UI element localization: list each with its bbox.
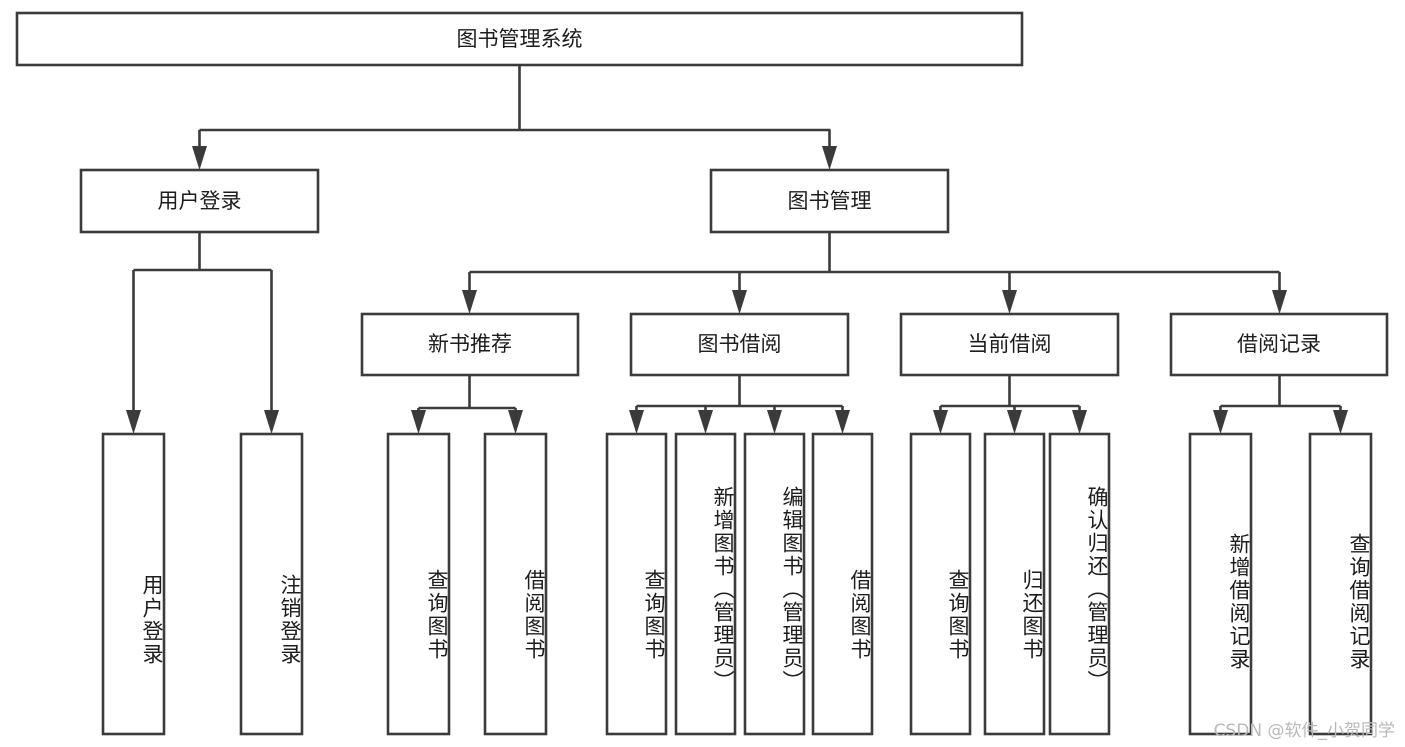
node-current-borrow-box[interactable]	[899, 312, 1120, 377]
node-new-book-rec-label: 新书推荐	[428, 332, 512, 356]
node-leaf-query-record-box[interactable]	[1308, 432, 1373, 736]
csdn-watermark: CSDN @软件_小贺同学	[1213, 721, 1395, 741]
arrow-head-leaf-add-book	[698, 410, 713, 434]
node-leaf-edit-book-box[interactable]	[743, 432, 806, 736]
arrow-head-current-borrow	[1002, 290, 1017, 314]
node-root-label: 图书管理系统	[457, 27, 583, 51]
node-leaf-user-login-box[interactable]	[101, 432, 166, 736]
arrow-head-leaf-confirm-return	[1072, 410, 1087, 434]
node-leaf-borrow-book-1-box[interactable]	[483, 432, 548, 736]
arrow-head-leaf-query-record	[1333, 410, 1348, 434]
node-leaf-return-book-box[interactable]	[983, 432, 1046, 736]
arrow-head-book-borrow	[732, 290, 747, 314]
node-leaf-query-book-3-box[interactable]	[909, 432, 972, 736]
arrow-head-new-book-rec	[462, 290, 477, 314]
node-book-manage-box[interactable]	[709, 168, 950, 234]
arrow-head-leaf-query-book-3	[933, 410, 948, 434]
arrow-head-user-login	[192, 146, 207, 170]
node-leaf-query-book-1-box[interactable]	[386, 432, 451, 736]
arrow-head-book-manage	[822, 146, 837, 170]
arrow-head-leaf-edit-book	[767, 410, 782, 434]
node-leaf-add-book-box[interactable]	[674, 432, 737, 736]
arrow-head-leaf-user-login	[126, 410, 141, 434]
node-leaf-borrow-book-2-box[interactable]	[811, 432, 874, 736]
node-leaf-confirm-return-box[interactable]	[1048, 432, 1111, 736]
arrow-head-leaf-add-record	[1213, 410, 1228, 434]
connectors-layer	[126, 65, 1348, 434]
arrow-head-borrow-record	[1272, 290, 1287, 314]
node-root-box[interactable]	[15, 11, 1024, 67]
arrow-head-leaf-return-book	[1007, 410, 1022, 434]
node-book-borrow-label: 图书借阅	[698, 332, 782, 356]
node-new-book-rec-box[interactable]	[360, 312, 580, 377]
node-borrow-record-label: 借阅记录	[1237, 332, 1321, 356]
boxes-layer: 图书管理系统 用户登录 图书管理 新书推荐 图书借阅 当前借阅 借阅记录	[15, 11, 1389, 736]
node-book-borrow-box[interactable]	[629, 312, 850, 377]
node-leaf-user-logout-box[interactable]	[239, 432, 304, 736]
arrow-head-leaf-borrow-book-1	[508, 410, 523, 434]
arrow-head-leaf-borrow-book-2	[835, 410, 850, 434]
node-book-manage-label: 图书管理	[788, 189, 872, 213]
node-user-login-label: 用户登录	[158, 189, 242, 213]
arrow-head-leaf-query-book-2	[629, 410, 644, 434]
node-borrow-record-box[interactable]	[1169, 312, 1389, 377]
arrow-head-leaf-query-book-1	[411, 410, 426, 434]
arrow-head-leaf-user-logout	[264, 410, 279, 434]
node-leaf-add-record-box[interactable]	[1188, 432, 1253, 736]
node-user-login-box[interactable]	[79, 168, 320, 234]
node-current-borrow-label: 当前借阅	[968, 332, 1052, 356]
node-leaf-query-book-2-box[interactable]	[605, 432, 668, 736]
